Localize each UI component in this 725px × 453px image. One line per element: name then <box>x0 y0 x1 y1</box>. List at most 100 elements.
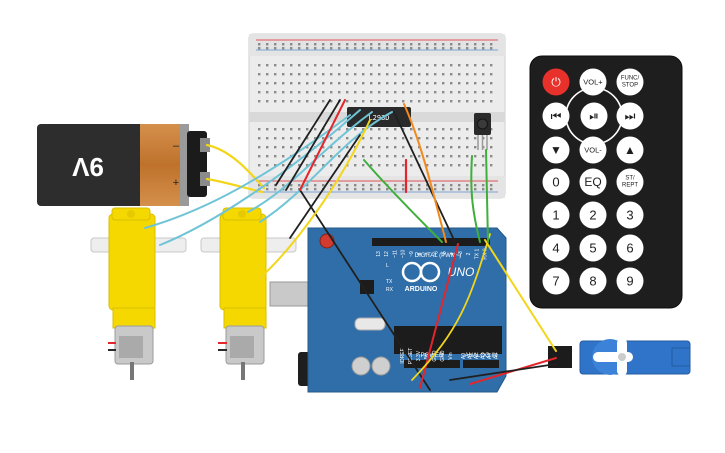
digit-4-button-label: 4 <box>552 241 559 256</box>
digital-pin-label-12: TX 1 <box>474 249 480 260</box>
digit-1-button-label: 1 <box>552 208 559 223</box>
tx-led-label: TX <box>386 279 393 285</box>
analog-pin-label-4: A4 <box>487 353 493 359</box>
digit-3-button[interactable]: 3 <box>616 201 644 229</box>
digit-3-button-cap <box>616 201 644 229</box>
analog-pin-label-3: A3 <box>481 353 487 359</box>
digit-4-button-cap <box>542 234 570 262</box>
arduino-uno-board[interactable]: ARDUINO UNO DIGITAL (PWM~) ANALOG IN POW… <box>269 227 507 393</box>
analog-pin-label-5: A5 <box>494 353 500 359</box>
power-pin-label-2: 3.3V <box>416 350 422 361</box>
power-button[interactable]: ⏻ <box>542 68 570 96</box>
digital-header-label: DIGITAL (PWM~) <box>415 253 462 259</box>
digital-pin-label-10: ~3 <box>458 251 464 257</box>
digit-1-button[interactable]: 1 <box>542 201 570 229</box>
digit-9-button-cap <box>616 267 644 295</box>
digital-pin-label-11: 2 <box>466 252 472 255</box>
digit-0-button[interactable]: 0 <box>542 168 570 196</box>
vol-down-button[interactable]: VOL- <box>579 136 607 164</box>
battery-label: 9V <box>71 152 103 182</box>
digital-pin-label-3: ~10 <box>401 250 407 259</box>
power-button-label: ⏻ <box>551 75 561 89</box>
digit-9-button[interactable]: 9 <box>616 267 644 295</box>
down-button-label: ▼ <box>550 143 562 157</box>
digital-pin-label-2: ~11 <box>392 250 398 258</box>
power-button-cap <box>542 68 570 96</box>
l293d-chip[interactable]: L293D <box>347 107 411 127</box>
ir-remote[interactable]: ⏻ VOL+ FUNC/STOP ⏮ ⏯ ⏭ ▼ VOL- ▲ 0 EQ ST/REPT 1 2 3 4 5 6 7… <box>529 55 683 309</box>
digit-2-button-cap <box>579 201 607 229</box>
ir-receiver[interactable] <box>474 113 491 150</box>
digit-9-button-label: 9 <box>626 274 633 289</box>
analog-pin-label-1: A1 <box>468 353 474 359</box>
digit-0-button-cap <box>542 168 570 196</box>
up-button-cap <box>616 136 644 164</box>
vol-up-button[interactable]: VOL+ <box>579 68 607 96</box>
eq-button-cap <box>579 168 607 196</box>
digit-5-button[interactable]: 5 <box>579 234 607 262</box>
digital-pin-label-4: ~9 <box>409 251 415 257</box>
play-pause-button-cap <box>580 102 608 130</box>
digit-3-button-label: 3 <box>626 208 633 223</box>
dc-motor-left[interactable] <box>90 207 187 380</box>
analog-pin-label-0: A0 <box>461 353 467 359</box>
digital-pin-label-8: ~5 <box>442 251 448 257</box>
up-button[interactable]: ▲ <box>616 136 644 164</box>
st-rept-button-cap <box>616 168 644 196</box>
breadboard-holes <box>258 43 493 191</box>
digit-2-button[interactable]: 2 <box>579 201 607 229</box>
st-rept-button[interactable]: ST/REPT <box>616 168 644 196</box>
func-stop-button-label: STOP <box>622 83 638 89</box>
down-button[interactable]: ▼ <box>542 136 570 164</box>
st-rept-button-label: ST/ <box>625 176 635 182</box>
digit-2-button-label: 2 <box>589 208 596 223</box>
down-button-cap <box>542 136 570 164</box>
digit-8-button[interactable]: 8 <box>579 267 607 295</box>
rx-led-label: RX <box>386 287 394 293</box>
digit-5-button-label: 5 <box>589 241 596 256</box>
arduino-uno-text: UNO <box>448 265 475 279</box>
vol-up-button-cap <box>579 68 607 96</box>
func-stop-button-cap <box>616 68 644 96</box>
eq-button[interactable]: EQ <box>579 168 607 196</box>
prev-button-label: ⏮ <box>551 109 562 123</box>
l-led-label: L <box>386 263 389 269</box>
digital-pin-label-7: ~6 <box>433 251 439 257</box>
digit-6-button[interactable]: 6 <box>616 234 644 262</box>
next-button-label: ⏭ <box>625 109 636 123</box>
next-button[interactable]: ⏭ <box>616 102 644 130</box>
power-pin-label-0: IOREF <box>400 348 406 363</box>
digit-6-button-label: 6 <box>626 241 633 256</box>
digital-pin-label-1: 12 <box>384 251 390 257</box>
up-button-label: ▲ <box>624 143 636 157</box>
digital-pin-label-9: 4 <box>450 252 456 255</box>
digit-8-button-cap <box>579 267 607 295</box>
digital-pin-label-0: 13 <box>376 251 382 257</box>
digit-4-button[interactable]: 4 <box>542 234 570 262</box>
power-pin-label-6: Vin <box>448 352 454 359</box>
func-stop-button[interactable]: FUNC/STOP <box>616 68 644 96</box>
play-pause-button-label: ⏯ <box>589 109 599 123</box>
digital-pin-label-6: 7 <box>425 252 431 255</box>
eq-button-label: EQ <box>584 175 601 189</box>
play-pause-button[interactable]: ⏯ <box>580 102 608 130</box>
power-pin-label-4: GND <box>432 350 438 362</box>
func-stop-button-label: FUNC/ <box>621 76 640 82</box>
battery-9v[interactable]: 9V – + <box>37 124 210 206</box>
vol-up-button-label: VOL+ <box>583 78 603 87</box>
prev-button[interactable]: ⏮ <box>542 102 570 130</box>
power-pin-label-1: RESET <box>408 348 414 365</box>
battery-minus-label: – <box>173 140 180 152</box>
digit-7-button[interactable]: 7 <box>542 267 570 295</box>
power-pin-label-5: GND <box>440 350 446 362</box>
next-button-cap <box>616 102 644 130</box>
digit-0-button-label: 0 <box>552 175 559 190</box>
ic-label: L293D <box>368 114 389 122</box>
analog-pin-label-2: A2 <box>474 353 480 359</box>
servo-motor[interactable] <box>548 338 691 376</box>
dc-motor-right[interactable] <box>200 207 297 380</box>
